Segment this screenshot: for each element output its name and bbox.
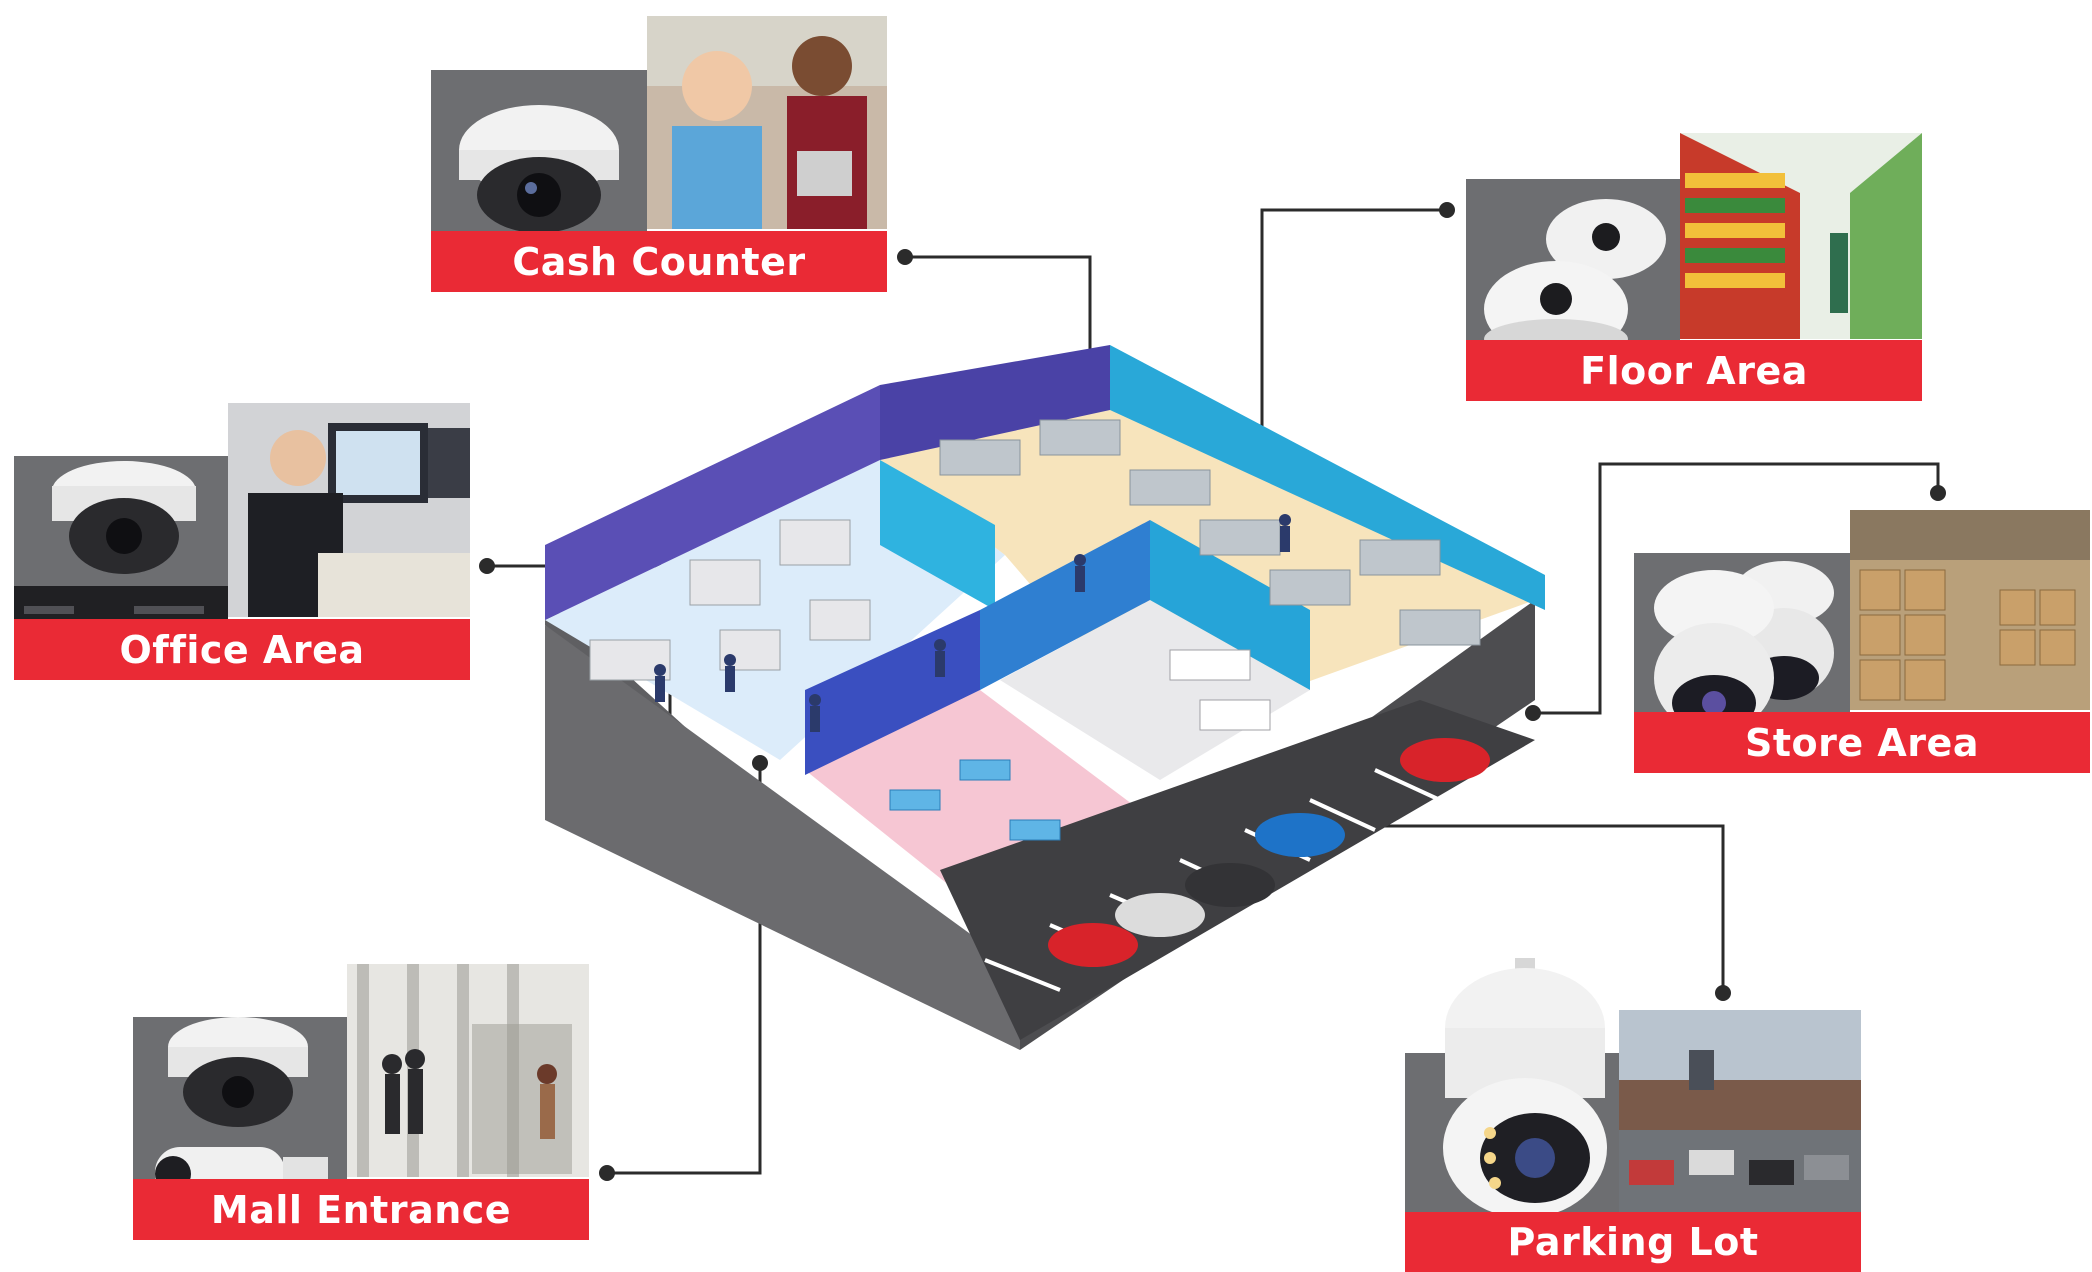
fisheye-camera-icon xyxy=(1484,199,1666,359)
zone-label-parking-lot: Parking Lot xyxy=(1405,1212,1861,1272)
zone-card-mall-entrance: Mall Entrance xyxy=(133,964,589,1240)
connector-dot xyxy=(599,1165,615,1181)
warehouse-photo xyxy=(1850,510,2090,710)
zone-card-store-area: Store Area xyxy=(1634,510,2090,773)
connector-dot xyxy=(479,558,495,574)
isometric-building-floorplan xyxy=(545,345,1545,1050)
zone-card-parking-lot: Parking Lot xyxy=(1405,958,1861,1272)
electronics-appliances xyxy=(589,519,871,681)
ptz-camera-icon xyxy=(1443,958,1607,1213)
supermarket-aisle-photo xyxy=(1680,133,1922,339)
wall-purple-left xyxy=(545,385,880,620)
wall-purple-back xyxy=(880,345,1110,460)
wall-accessories-right xyxy=(1150,520,1310,690)
connector-dot xyxy=(1930,485,1946,501)
building-base-front xyxy=(545,625,1020,1050)
speed-dome-camera-icon xyxy=(1654,561,1834,733)
cars xyxy=(1048,738,1490,967)
entrance-photo xyxy=(347,964,589,1177)
zone-card-floor-area: Floor Area xyxy=(1466,133,1922,401)
dome-camera-icon xyxy=(459,105,619,233)
wall-blue-accessories xyxy=(980,520,1150,690)
office-worker-photo xyxy=(228,403,470,617)
zone-label-office-area: Office Area xyxy=(14,619,470,680)
parking-lot-photo xyxy=(1619,1010,1861,1213)
zone-label-mall-entrance: Mall Entrance xyxy=(133,1179,589,1240)
supermarket-shelves xyxy=(939,419,1481,646)
connector-dot xyxy=(1439,202,1455,218)
zone-card-cash-counter: Cash Counter xyxy=(431,16,887,292)
camera-panel xyxy=(133,1017,347,1230)
zone-label-store-area: Store Area xyxy=(1634,712,2090,773)
clothing-racks xyxy=(889,759,1061,841)
zone-label-cash-counter: Cash Counter xyxy=(431,231,887,292)
people xyxy=(654,514,1291,732)
wall-cyan-divider xyxy=(880,460,995,610)
zone-card-office-area: Office Area xyxy=(14,403,470,680)
accessory-displays xyxy=(1169,649,1271,731)
floor-accessories xyxy=(1000,600,1310,780)
cashier-photo xyxy=(647,16,887,229)
zone-label-floor-area: Floor Area xyxy=(1466,340,1922,401)
connector-dot xyxy=(897,249,913,265)
